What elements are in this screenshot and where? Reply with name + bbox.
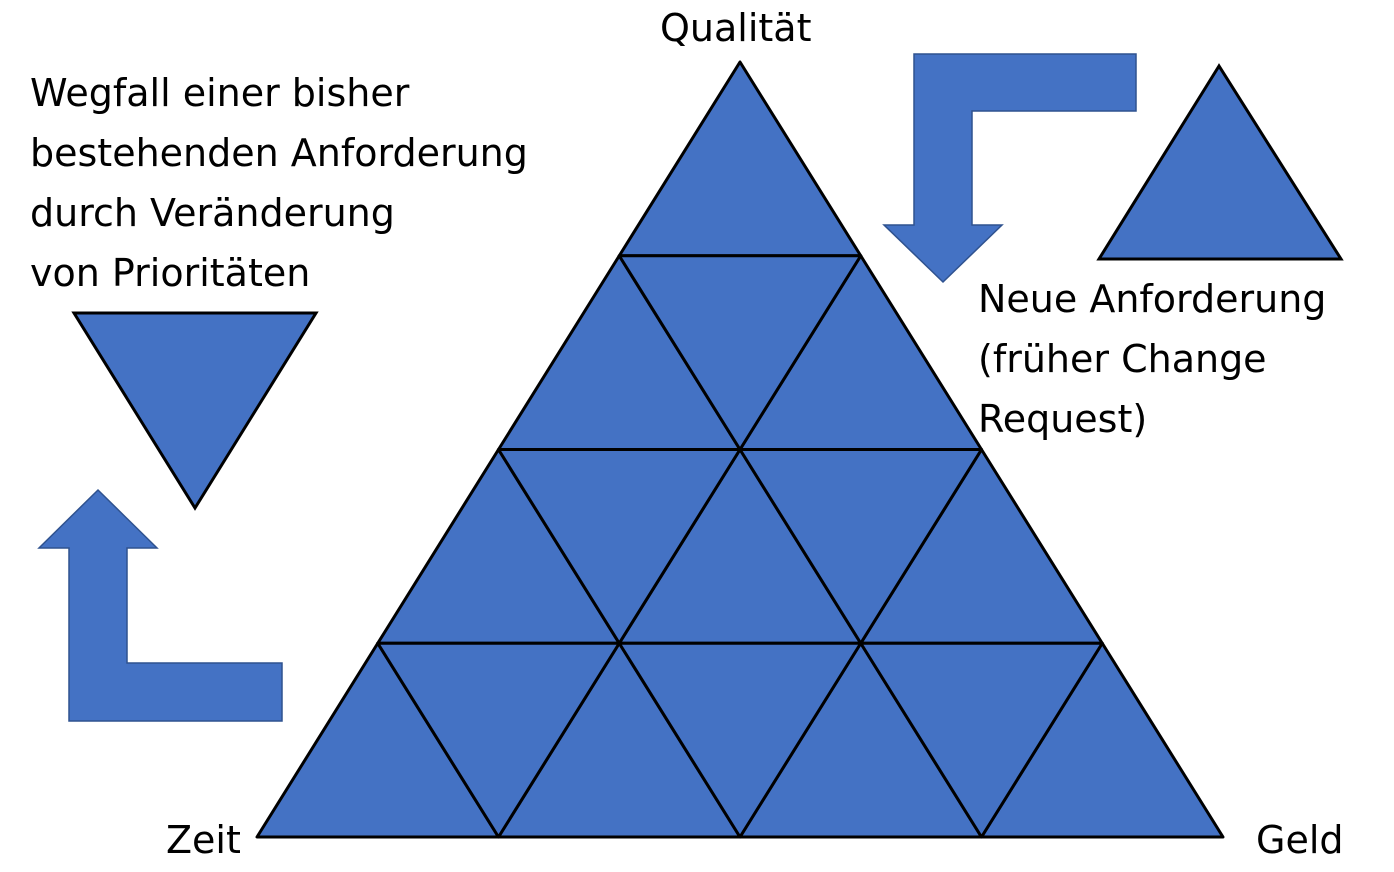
bent-arrow-up-icon — [37, 488, 283, 722]
removed-triangle-piece — [71, 311, 319, 511]
grid-tile-up — [617, 60, 863, 258]
note-new-line: Neue Anforderung — [978, 277, 1327, 321]
grid-tile-down — [859, 641, 1104, 839]
note-removed-line: Wegfall einer bisher — [30, 71, 410, 115]
grid-tile-down — [617, 254, 863, 451]
note-removed-line: von Prioritäten — [30, 251, 311, 295]
corner-label-money: Geld — [1256, 818, 1344, 862]
grid-tile-down — [617, 641, 863, 839]
grid-tile-down — [497, 448, 742, 645]
grid-tile-down — [738, 448, 983, 645]
note-removed-requirement: Wegfall einer bisher bestehenden Anforde… — [30, 63, 528, 303]
note-new-requirement: Neue Anforderung (früher Change Request) — [978, 269, 1326, 449]
grid-tile-down — [376, 641, 621, 839]
corner-label-quality: Qualität — [660, 6, 812, 50]
corner-label-time: Zeit — [166, 818, 241, 862]
added-triangle-piece — [1096, 63, 1344, 261]
note-new-line: (früher Change — [978, 337, 1267, 381]
note-removed-line: bestehenden Anforderung — [30, 131, 528, 175]
note-new-line: Request) — [978, 397, 1148, 441]
triangle-grid — [255, 60, 1225, 839]
note-removed-line: durch Veränderung — [30, 191, 395, 235]
bent-arrow-down-icon — [882, 53, 1137, 284]
